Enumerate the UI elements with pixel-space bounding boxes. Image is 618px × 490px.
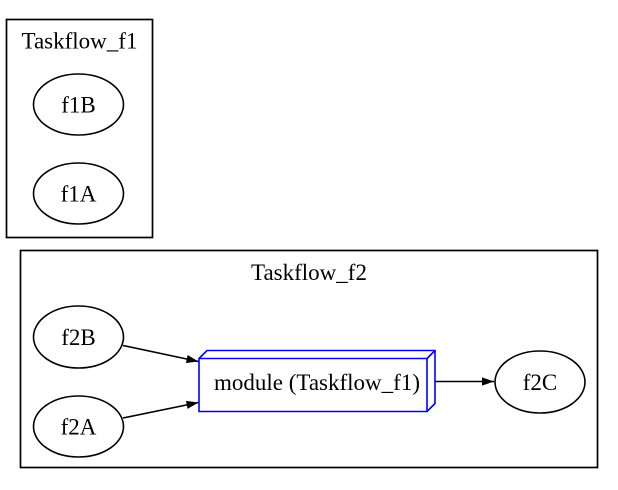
node-module-taskflow-f1: module (Taskflow_f1) [198,349,436,413]
node-f2B-ellipse [32,305,125,369]
cluster-taskflow-f2-border [19,249,599,469]
node-f2C: f2C [494,350,586,414]
cluster-taskflow-f1-border [5,18,154,239]
edge-f2B-to-module [122,344,199,364]
node-f2C-ellipse [494,350,586,414]
node-f1A: f1A [32,162,125,225]
node-f2A-label: f2A [61,415,97,440]
node-f1B: f1B [32,73,125,136]
module-box3d-inner-edges [199,349,436,412]
node-f2B-label: f2B [61,325,96,350]
node-f1A-label: f1A [61,182,97,207]
cluster-taskflow-f1: Taskflow_f1 f1B f1A [5,18,154,239]
node-module-label: module (Taskflow_f1) [214,370,420,395]
node-f2C-label: f2C [523,370,558,395]
edge-f2A-to-module [122,400,199,419]
node-f2A: f2A [32,395,125,458]
module-box3d-outline [198,349,436,413]
node-f1B-label: f1B [61,93,96,118]
cluster-taskflow-f1-title: Taskflow_f1 [22,29,138,54]
cluster-taskflow-f2-title: Taskflow_f2 [251,260,367,285]
node-f1A-ellipse [32,162,125,225]
cluster-taskflow-f2: Taskflow_f2 f2B f2A module (Taskflow_f1)… [19,249,599,469]
node-f2A-ellipse [32,395,125,458]
node-f1B-ellipse [32,73,125,136]
node-f2B: f2B [32,305,125,369]
